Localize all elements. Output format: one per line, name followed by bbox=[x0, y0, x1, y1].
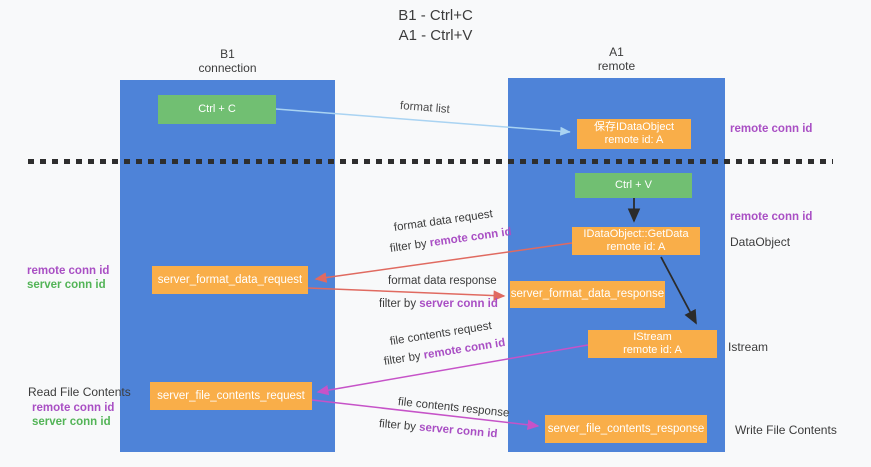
ctrl-v-label: Ctrl + V bbox=[615, 179, 652, 191]
lane-a1-name: A1 bbox=[609, 45, 624, 59]
node-ctrl-v: Ctrl + V bbox=[575, 173, 692, 198]
node-server-file-contents-response: server_file_contents_response bbox=[545, 415, 707, 443]
node-server-format-data-request: server_format_data_request bbox=[152, 266, 308, 294]
node-save-idataobject: 保存IDataObject remote id: A bbox=[577, 119, 691, 149]
format-request-label: server_format_data_request bbox=[157, 273, 303, 286]
annotation-left2-remote-conn-id: remote conn id bbox=[32, 402, 115, 414]
title-line-2: A1 - Ctrl+V bbox=[398, 27, 473, 44]
node-server-file-contents-request: server_file_contents_request bbox=[150, 382, 312, 410]
annotation-conn-ids-file: remote conn id server conn id bbox=[32, 401, 114, 429]
save-idataobject-line2: remote id: A bbox=[604, 134, 664, 146]
format-response-label: server_format_data_response bbox=[510, 288, 665, 300]
lane-b1-name: B1 bbox=[220, 47, 235, 61]
edge-label-format-data-response: format data response bbox=[388, 275, 497, 287]
save-idataobject-line1: 保存IDataObject bbox=[593, 121, 675, 133]
annotation-left2-server-conn-id: server conn id bbox=[32, 416, 111, 428]
annotation-dataobject: DataObject bbox=[730, 235, 791, 249]
node-server-format-data-response: server_format_data_response bbox=[510, 281, 665, 308]
annotation-read-file-contents: Read File Contents bbox=[28, 385, 131, 399]
ctrl-c-label: Ctrl + C bbox=[198, 103, 236, 115]
node-istream: IStream remote id: A bbox=[588, 330, 717, 358]
annotation-remote-conn-id-top: remote conn id bbox=[730, 123, 813, 135]
annotation-write-file-contents: Write File Contents bbox=[735, 423, 837, 437]
istream-line1: IStream bbox=[633, 331, 672, 343]
phase-separator-dashed-line bbox=[28, 159, 833, 164]
filter-by-text-1: filter by bbox=[389, 237, 431, 255]
edge-label-format-list: format list bbox=[399, 100, 451, 116]
diagram-title: B1 - Ctrl+C A1 - Ctrl+V bbox=[0, 6, 871, 46]
filter-by-text-4: filter by bbox=[378, 418, 420, 434]
file-request-label: server_file_contents_request bbox=[157, 389, 305, 402]
file-response-label: server_file_contents_response bbox=[547, 422, 705, 435]
getdata-line2: remote id: A bbox=[606, 241, 666, 253]
server-conn-id-text-1: server conn id bbox=[419, 298, 498, 310]
title-line-1: B1 - Ctrl+C bbox=[398, 7, 473, 24]
arrow-format-data-response bbox=[307, 287, 506, 301]
lane-a1-subtitle: remote bbox=[597, 59, 636, 73]
annotation-conn-ids-format: remote conn id server conn id bbox=[27, 264, 109, 292]
annotation-istream: Istream bbox=[728, 340, 769, 354]
filter-by-text-3: filter by bbox=[383, 349, 425, 368]
edge-label-filter-server-1: filter by server conn id bbox=[379, 298, 498, 310]
filter-by-text-2: filter by bbox=[379, 298, 420, 310]
getdata-line1: IDataObject::GetData bbox=[583, 228, 689, 240]
istream-line2: remote id: A bbox=[623, 344, 682, 356]
edge-label-filter-server-2: filter by server conn id bbox=[378, 418, 497, 440]
lane-header-a1: A1 remote bbox=[508, 45, 725, 73]
annotation-remote-conn-id-mid: remote conn id bbox=[730, 211, 813, 223]
node-ctrl-c: Ctrl + C bbox=[158, 95, 276, 124]
node-idataobject-getdata: IDataObject::GetData remote id: A bbox=[572, 227, 700, 255]
lane-b1-subtitle: connection bbox=[198, 61, 257, 75]
remote-conn-id-text-1: remote conn id bbox=[429, 225, 513, 250]
annotation-left-remote-conn-id: remote conn id bbox=[27, 265, 110, 277]
edge-label-file-contents-response: file contents response bbox=[397, 396, 510, 420]
annotation-left-server-conn-id: server conn id bbox=[27, 279, 106, 291]
lane-header-b1: B1 connection bbox=[120, 47, 335, 75]
server-conn-id-text-2: server conn id bbox=[418, 421, 498, 441]
